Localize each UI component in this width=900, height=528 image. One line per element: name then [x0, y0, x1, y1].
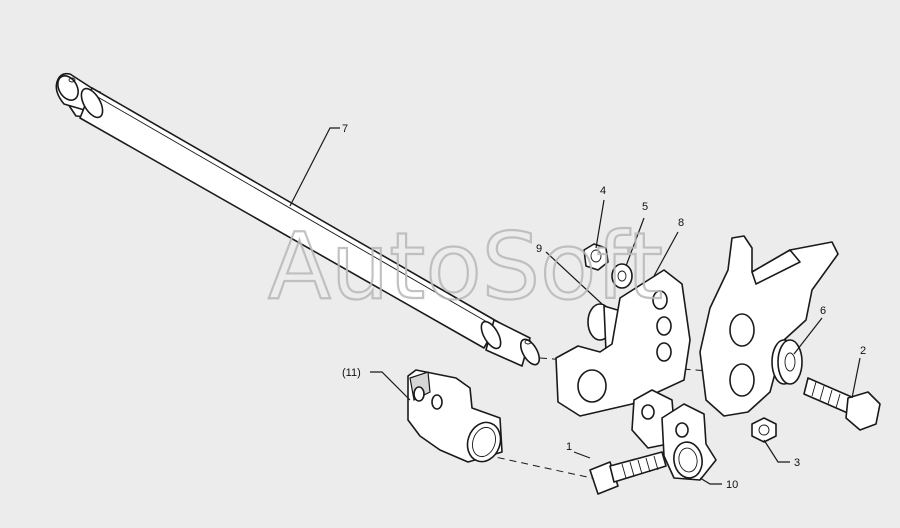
callout-2: 2	[860, 345, 866, 357]
callout-9: 9	[536, 243, 542, 255]
callout-4: 4	[600, 185, 606, 197]
washer-part-5	[611, 263, 633, 289]
bolt-part-1	[589, 451, 667, 495]
clamp-part-11	[407, 369, 503, 463]
lever-plate	[699, 235, 839, 417]
nut-part-4	[583, 243, 609, 271]
bolt-part-2	[803, 377, 881, 431]
shaft-part-7	[55, 72, 541, 367]
callout-1: 1	[566, 441, 572, 453]
callout-10: 10	[726, 479, 738, 491]
watermark: AutoSoft	[268, 213, 663, 320]
clamp-part-10	[631, 389, 717, 481]
callout-3: 3	[794, 457, 800, 469]
bolt-axis-line	[485, 454, 611, 483]
callout-6: 6	[820, 305, 826, 317]
bushing-part-6	[771, 339, 803, 385]
callout-labels: 1 2 3 4 5 6 7 8 9 10 (11)	[342, 123, 866, 491]
callout-8: 8	[678, 217, 684, 229]
callout-7: 7	[342, 123, 348, 135]
leader-lines	[289, 127, 861, 485]
callout-5: 5	[642, 201, 648, 213]
nut-part-3	[751, 417, 777, 443]
bracket-plate-part-8	[555, 269, 691, 417]
callout-11: (11)	[342, 367, 361, 379]
